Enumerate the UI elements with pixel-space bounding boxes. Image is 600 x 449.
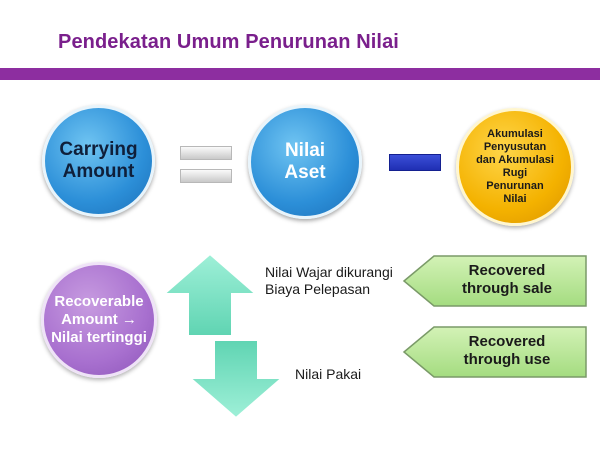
equals-sign-top <box>180 146 232 160</box>
akumulasi-label: Akumulasi Penyusutan dan Akumulasi Rugi … <box>476 128 554 205</box>
up-arrow-icon <box>161 252 259 337</box>
down-arrow-icon <box>187 339 285 420</box>
minus-sign <box>389 154 441 171</box>
nilai-aset-label: Nilai Aset <box>284 140 326 183</box>
recovered-use-tag <box>402 326 587 378</box>
title-divider-bar <box>0 68 600 80</box>
nilai-pakai-label: Nilai Pakai <box>295 366 362 382</box>
carrying-amount-label: Carrying Amount <box>59 139 138 182</box>
recovered-sale-label: Recovered through sale <box>461 262 552 297</box>
recovered-use-label: Recovered through use <box>463 333 551 368</box>
nilai-aset-circle: Nilai Aset <box>248 105 362 219</box>
akumulasi-circle: Akumulasi Penyusutan dan Akumulasi Rugi … <box>456 108 574 226</box>
page-title: Pendekatan Umum Penurunan Nilai <box>58 31 399 53</box>
recoverable-amount-circle: Recoverable Amount → Nilai tertinggi <box>41 262 157 378</box>
equals-sign-bottom <box>180 169 232 183</box>
nilai-wajar-label: Nilai Wajar dikurangi Biaya Pelepasan <box>265 264 393 297</box>
carrying-amount-circle: Carrying Amount <box>42 105 155 217</box>
recovered-sale-tag <box>402 255 587 307</box>
recoverable-amount-label: Recoverable Amount → Nilai tertinggi <box>51 293 147 346</box>
